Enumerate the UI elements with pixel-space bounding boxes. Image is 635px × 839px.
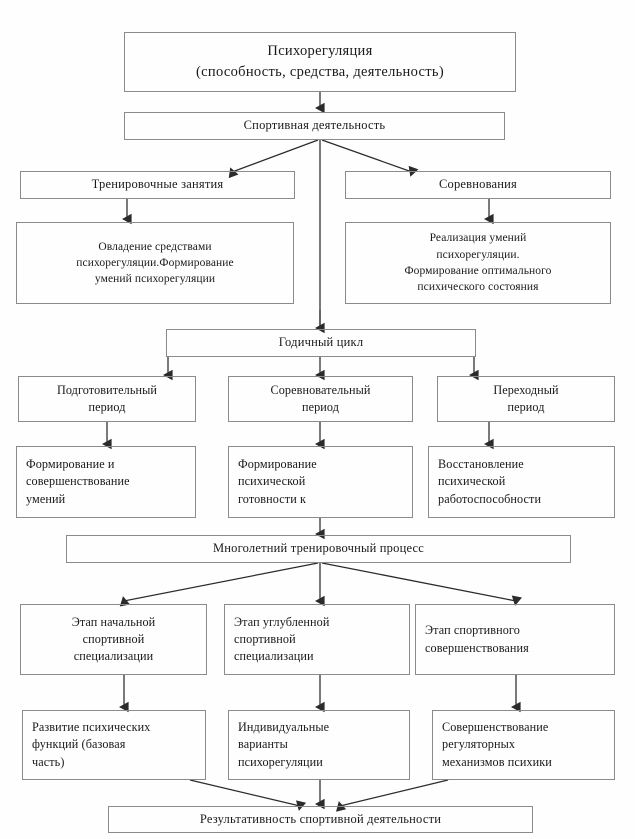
node-individual-variants[interactable]: Индивидуальные варианты психорегуляции <box>228 710 410 780</box>
node-annual-cycle[interactable]: Годичный цикл <box>166 329 476 357</box>
edge-activity-to-training <box>228 139 319 179</box>
node-forming-improving-skills[interactable]: Формирование и совершенствование умений <box>16 446 196 518</box>
node-long-term-process-label: Многолетний тренировочный процесс <box>212 541 425 556</box>
node-competitive-period[interactable]: Соревновательный период <box>228 376 413 422</box>
node-psychoregulation-label: Психорегуляция (способность, средства, д… <box>196 43 444 80</box>
node-stage-mastery-label: Этап спортивного совершенствования <box>425 623 529 655</box>
node-sport-activity[interactable]: Спортивная деятельность <box>124 112 505 140</box>
node-stage-mastery[interactable]: Этап спортивного совершенствования <box>415 604 615 675</box>
node-forming-mental-readiness[interactable]: Формирование психической готовности к <box>228 446 413 518</box>
node-restoring-capacity-label: Восстановление психической работоспособн… <box>438 457 542 506</box>
node-restoring-capacity[interactable]: Восстановление психической работоспособн… <box>428 446 615 518</box>
node-psychoregulation[interactable]: Психорегуляция (способность, средства, д… <box>124 32 516 92</box>
node-improving-mechanisms-label: Совершенствование регуляторных механизмо… <box>442 720 552 769</box>
node-preparatory-period[interactable]: Подготовительный период <box>18 376 196 422</box>
node-develop-mental-functions-label: Развитие психических функций (базовая ча… <box>32 720 151 769</box>
edge-longterm-to-stage-mastery <box>321 562 522 606</box>
edge-activity-to-competitions <box>321 139 419 177</box>
node-realization-skills[interactable]: Реализация умений психорегуляции. Формир… <box>345 222 611 304</box>
node-long-term-process[interactable]: Многолетний тренировочный процесс <box>66 535 571 563</box>
node-competitive-period-label: Соревновательный период <box>270 382 371 414</box>
node-annual-cycle-label: Годичный цикл <box>278 335 364 350</box>
edge-functions-to-effectiveness <box>189 779 307 811</box>
node-transition-period-label: Переходный период <box>493 382 559 414</box>
node-develop-mental-functions[interactable]: Развитие психических функций (базовая ча… <box>22 710 206 780</box>
edge-longterm-to-stage-initial <box>119 562 319 607</box>
node-mastering-means[interactable]: Овладение средствами психорегуляции.Форм… <box>16 222 294 304</box>
node-transition-period[interactable]: Переходный период <box>437 376 615 422</box>
node-effectiveness-label: Результативность спортивной деятельности <box>199 811 442 826</box>
node-mastering-means-label: Овладение средствами психорегуляции.Форм… <box>76 240 234 286</box>
node-stage-advanced[interactable]: Этап углубленной спортивной специализаци… <box>224 604 410 675</box>
node-realization-skills-label: Реализация умений психорегуляции. Формир… <box>404 232 552 294</box>
node-training-sessions-label: Тренировочные занятия <box>91 177 224 192</box>
node-improving-mechanisms[interactable]: Совершенствование регуляторных механизмо… <box>432 710 615 780</box>
node-stage-advanced-label: Этап углубленной спортивной специализаци… <box>234 614 330 664</box>
node-forming-improving-skills-label: Формирование и совершенствование умений <box>26 457 130 506</box>
node-stage-initial[interactable]: Этап начальной спортивной специализации <box>20 604 207 675</box>
node-sport-activity-label: Спортивная деятельность <box>243 118 386 133</box>
node-competitions-label: Соревнования <box>438 177 518 192</box>
node-individual-variants-label: Индивидуальные варианты психорегуляции <box>238 720 330 769</box>
node-forming-mental-readiness-label: Формирование психической готовности к <box>238 457 317 506</box>
node-training-sessions[interactable]: Тренировочные занятия <box>20 171 295 199</box>
node-effectiveness[interactable]: Результативность спортивной деятельности <box>108 806 533 833</box>
node-preparatory-period-label: Подготовительный период <box>56 382 158 414</box>
node-stage-initial-label: Этап начальной спортивной специализации <box>71 614 156 664</box>
edge-mechanisms-to-effectiveness <box>336 779 449 812</box>
node-competitions[interactable]: Соревнования <box>345 171 611 199</box>
